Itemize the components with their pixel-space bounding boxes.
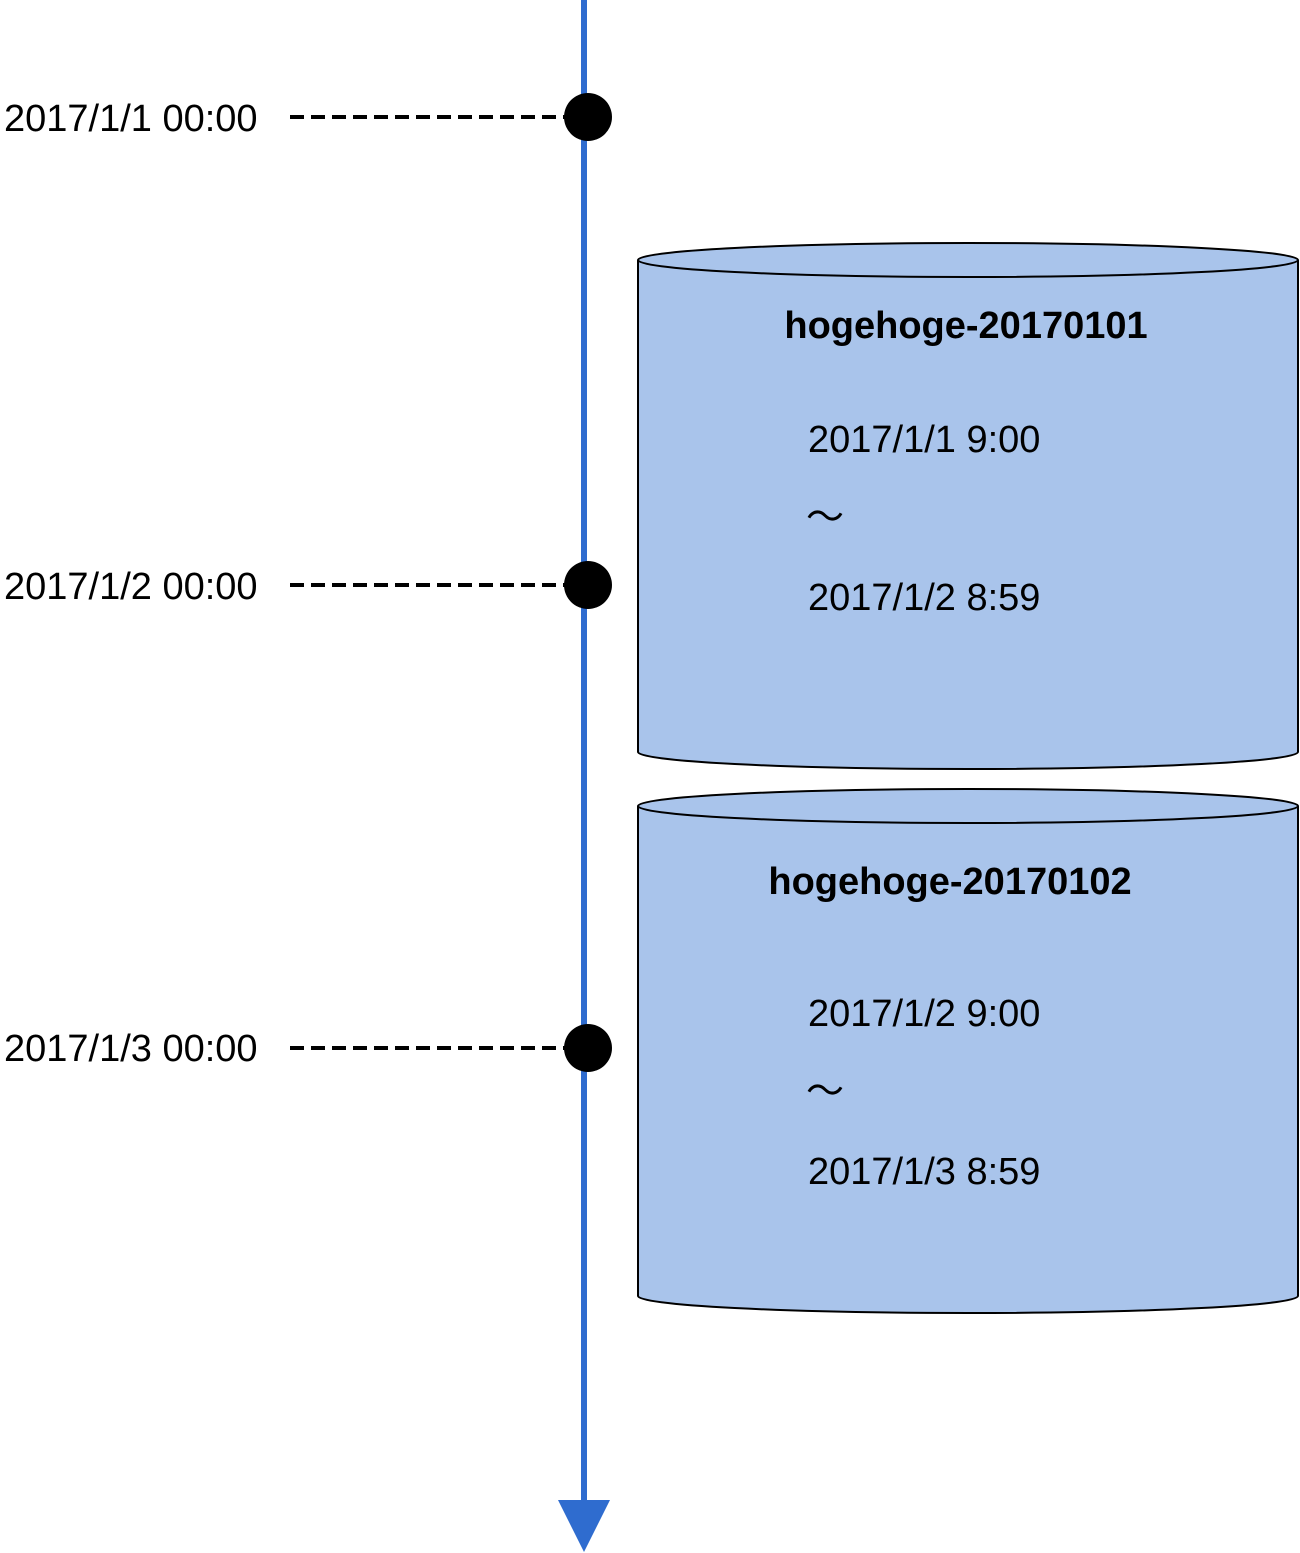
tick-marker [564, 1024, 612, 1072]
range-start: 2017/1/2 9:00 [808, 993, 1040, 1035]
database-cylinder: hogehoge-20170102 2017/1/2 9:00 ～ 2017/1… [637, 788, 1299, 1314]
timeline-arrowhead [558, 1500, 610, 1552]
range-separator: ～ [806, 1071, 844, 1113]
cylinder-body [637, 806, 1299, 1314]
range-end: 2017/1/3 8:59 [808, 1151, 1040, 1193]
range-end: 2017/1/2 8:59 [808, 577, 1040, 619]
tick-label: 2017/1/3 00:00 [4, 1028, 258, 1070]
range-start: 2017/1/1 9:00 [808, 419, 1040, 461]
database-cylinder: hogehoge-20170101 2017/1/1 9:00 ～ 2017/1… [637, 242, 1299, 770]
range-separator: ～ [806, 497, 844, 539]
timeline-tick: 2017/1/3 00:00 [4, 1024, 612, 1072]
tick-label: 2017/1/1 00:00 [4, 98, 258, 140]
timeline-tick: 2017/1/1 00:00 [4, 93, 612, 141]
database-name: hogehoge-20170101 [784, 305, 1147, 347]
cylinder-top [637, 242, 1299, 278]
cylinder-body [637, 260, 1299, 770]
database-name: hogehoge-20170102 [768, 861, 1131, 903]
tick-marker [564, 93, 612, 141]
cylinder-top [637, 788, 1299, 824]
timeline-tick: 2017/1/2 00:00 [4, 561, 612, 609]
tick-marker [564, 561, 612, 609]
tick-label: 2017/1/2 00:00 [4, 566, 258, 608]
